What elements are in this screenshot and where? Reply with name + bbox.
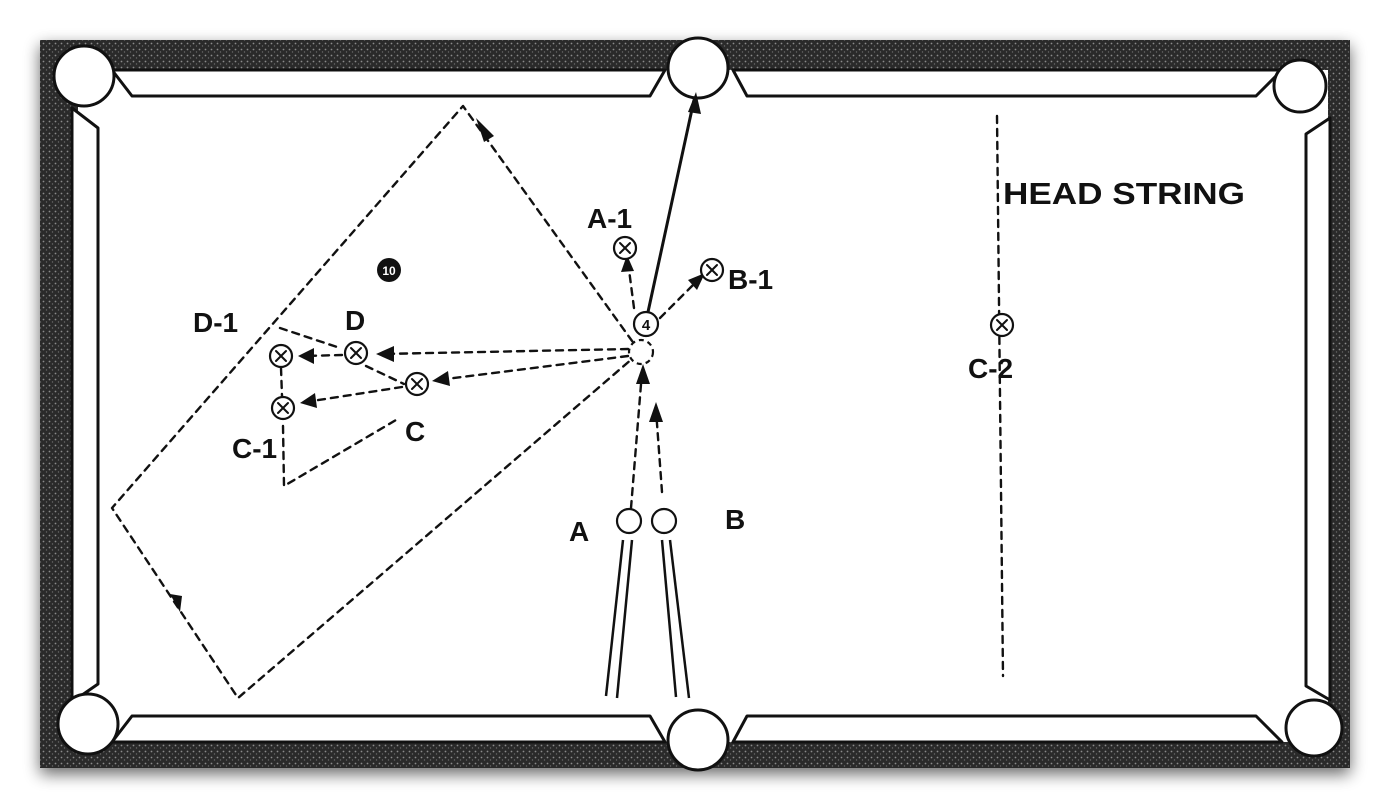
path-d1-box bbox=[278, 326, 342, 350]
label-c: C bbox=[405, 416, 425, 447]
arrow-to-d bbox=[376, 346, 394, 362]
svg-text:4: 4 bbox=[642, 317, 651, 334]
cue-ball-a bbox=[615, 507, 643, 535]
path-d1-to-c1 bbox=[279, 366, 284, 398]
path-a-to-4 bbox=[629, 370, 644, 510]
cue-ball-b bbox=[650, 507, 678, 535]
label-d1: D-1 bbox=[193, 307, 238, 338]
path-to-d bbox=[380, 347, 630, 356]
pocket-top-right bbox=[1272, 58, 1328, 114]
cue-stick-b bbox=[660, 539, 691, 699]
arrow-object-ball-path bbox=[688, 92, 701, 114]
object-ball-path bbox=[646, 98, 696, 314]
cue-stick-a bbox=[604, 539, 634, 699]
arrow-to-c bbox=[432, 371, 450, 386]
head-string-label: HEAD STRING bbox=[1003, 176, 1245, 211]
spot-c2 bbox=[989, 312, 1015, 338]
table-cloth bbox=[78, 70, 1328, 742]
arrow-c-to-c1 bbox=[300, 393, 317, 408]
pockets bbox=[52, 36, 1344, 772]
head-string-line bbox=[995, 114, 1005, 678]
arrow-b-path bbox=[649, 402, 663, 422]
label-c2: C-2 bbox=[968, 353, 1013, 384]
label-b: B bbox=[725, 504, 745, 535]
pocket-top-middle bbox=[666, 36, 730, 100]
pocket-bottom-middle bbox=[666, 708, 730, 772]
svg-text:10: 10 bbox=[382, 264, 396, 278]
cushions bbox=[70, 68, 1332, 744]
cue-ball-rail-path bbox=[110, 104, 642, 700]
arrow-d-to-d1 bbox=[298, 348, 314, 364]
spot-c bbox=[404, 371, 430, 397]
spot-d1 bbox=[268, 343, 294, 369]
path-c1-down bbox=[281, 418, 398, 488]
arrow-a-path bbox=[636, 364, 650, 384]
label-d: D bbox=[345, 305, 365, 336]
spot-b1 bbox=[699, 257, 725, 283]
label-a1: A-1 bbox=[587, 203, 632, 234]
ghost-cue-ball bbox=[627, 338, 655, 366]
pocket-bottom-left bbox=[56, 692, 120, 756]
arrow-rail-path-down bbox=[170, 594, 182, 612]
path-to-c bbox=[436, 354, 630, 382]
path-d-to-c bbox=[364, 364, 406, 386]
path-b-approach bbox=[654, 408, 664, 494]
spot-c1 bbox=[270, 395, 296, 421]
ball-10: 10 bbox=[377, 258, 401, 282]
spot-a1 bbox=[612, 235, 638, 261]
label-a: A bbox=[569, 516, 589, 547]
label-c1: C-1 bbox=[232, 433, 277, 464]
spot-d bbox=[343, 340, 369, 366]
ball-4: 4 bbox=[632, 310, 660, 338]
arrow-4-to-a1 bbox=[621, 255, 634, 272]
arrow-rail-path-up bbox=[476, 118, 494, 142]
arrow-4-to-b1 bbox=[688, 273, 705, 290]
label-b1: B-1 bbox=[728, 264, 773, 295]
path-c-to-c1 bbox=[304, 385, 404, 404]
pocket-top-left bbox=[52, 44, 116, 108]
pocket-bottom-right bbox=[1284, 698, 1344, 758]
